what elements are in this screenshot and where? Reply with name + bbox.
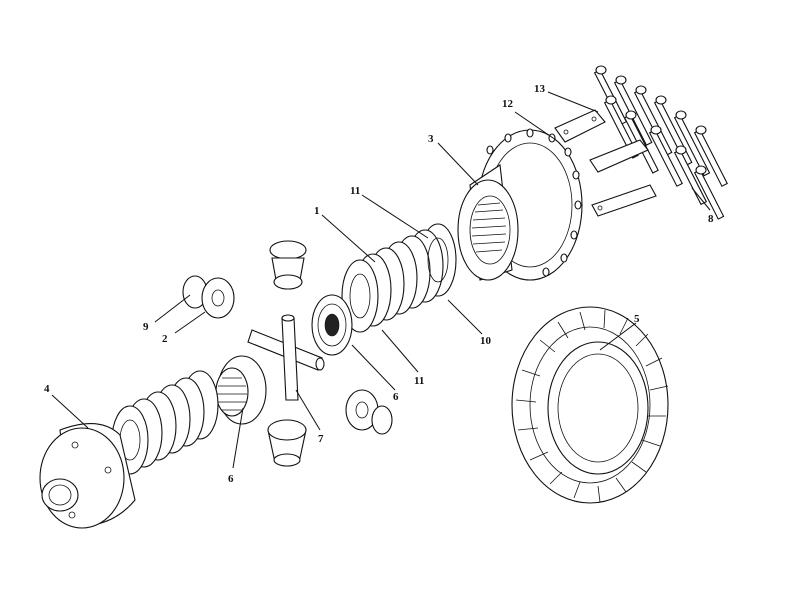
callout-labels: 1 2 3 4 5 6 6 7 8 9 10 11 11 12 13: [44, 83, 714, 485]
lock-plates: [554, 109, 657, 217]
leader-lines: [51, 91, 711, 469]
callout-10: 10: [480, 335, 492, 347]
callout-6b: 6: [228, 473, 234, 485]
callout-3: 3: [428, 133, 434, 145]
pinion-gear-right: [345, 389, 393, 435]
pinion-gear-top: [269, 240, 307, 290]
side-gear-upper: [311, 294, 353, 356]
callout-11a: 11: [350, 185, 360, 197]
callout-4: 4: [44, 383, 50, 395]
callout-5: 5: [634, 313, 640, 325]
cross-shaft: [247, 314, 325, 401]
callout-1: 1: [314, 205, 320, 217]
pinion-gear-bottom: [267, 419, 307, 467]
callout-8: 8: [708, 213, 714, 225]
callout-6a: 6: [393, 391, 399, 403]
bolt-set: [593, 65, 728, 220]
differential-case: [39, 423, 136, 529]
callout-9: 9: [143, 321, 149, 333]
pinion-gear-left: [182, 275, 235, 319]
ring-gear: [511, 306, 669, 504]
flange-housing: [457, 128, 583, 281]
callout-12: 12: [502, 98, 514, 110]
side-gear-lower: [215, 355, 267, 425]
callout-7: 7: [318, 433, 324, 445]
clutch-plate-stack: [341, 223, 457, 333]
callout-11b: 11: [414, 375, 424, 387]
callout-2: 2: [162, 333, 168, 345]
clutch-plate-stack-lower: [111, 370, 219, 475]
callout-13: 13: [534, 83, 546, 95]
